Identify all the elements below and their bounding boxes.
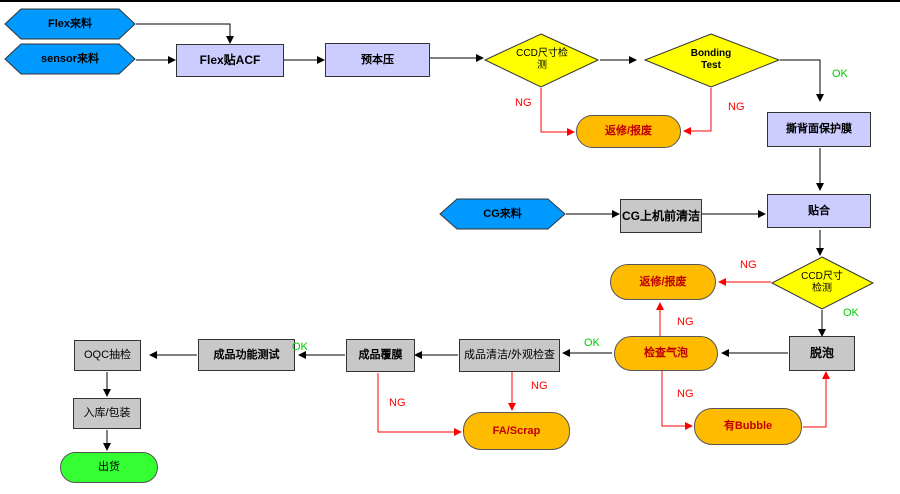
has-bubble-label: 有Bubble — [723, 420, 773, 432]
check-bubble-label: 检查气泡 — [644, 347, 688, 359]
ng-label-bonding: NG — [728, 101, 745, 113]
clean-inspect-box[interactable]: 成品清洁/外观检查 — [459, 339, 560, 372]
pack-label: 入库/包装 — [83, 407, 131, 419]
ccd-check-1-node[interactable]: CCD尺寸检测 — [513, 42, 571, 78]
ng-label-ccd1: NG — [515, 97, 532, 109]
bonding-test-node[interactable]: Bonding Test — [680, 42, 742, 78]
laminate-box[interactable]: 贴合 — [767, 194, 871, 228]
pack-box[interactable]: 入库/包装 — [73, 398, 141, 429]
sensor-material-node[interactable]: sensor来料 — [21, 44, 119, 74]
cg-material-hexagon — [439, 198, 566, 230]
oqc-box[interactable]: OQC抽检 — [74, 340, 141, 371]
ng-label-to-hasbubble: NG — [677, 388, 694, 400]
ccd-check-1-diamond — [483, 33, 600, 88]
edge-flex-to-acf — [136, 23, 234, 44]
top-border-line — [0, 0, 900, 2]
pre-press-label: 预本压 — [361, 53, 394, 66]
ok-label-functiontest: OK — [292, 341, 308, 353]
tear-back-film-label: 撕背面保护膜 — [786, 123, 852, 135]
edge-bonding-to-tearfilm — [780, 59, 824, 102]
ccd-check-2-diamond — [770, 256, 875, 310]
ok-label-checkbubble: OK — [584, 337, 600, 349]
flex-acf-label: Flex贴ACF — [199, 53, 261, 67]
pre-press-box[interactable]: 预本压 — [325, 43, 430, 77]
ccd-check-1-label: CCD尺寸检测 — [516, 48, 568, 71]
rework-scrap-2-pill[interactable]: 返修/报废 — [610, 264, 716, 300]
cg-material-label: CG来料 — [483, 207, 522, 220]
ng-label-to-rework2: NG — [677, 316, 694, 328]
bonding-test-label: Bonding Test — [690, 48, 732, 71]
ng-label-ccd2: NG — [740, 259, 757, 271]
bonding-test-diamond — [643, 33, 781, 88]
edge-ng-ccd1-to-rework1 — [540, 88, 575, 136]
ship-pill[interactable]: 出货 — [60, 452, 158, 483]
check-bubble-pill[interactable]: 检查气泡 — [614, 336, 718, 371]
product-film-box[interactable]: 成品覆膜 — [346, 339, 415, 372]
rework-scrap-1-pill[interactable]: 返修/报废 — [576, 115, 681, 148]
cg-clean-box[interactable]: CG上机前清洁 — [620, 199, 702, 233]
ship-label: 出货 — [98, 461, 120, 473]
ng-label-productfilm: NG — [389, 397, 406, 409]
edge-ng-checkbubble-to-hasbubble — [661, 371, 693, 430]
ok-label-ccd2: OK — [843, 307, 859, 319]
ccd-check-2-node[interactable]: CCD尺寸检测 — [800, 262, 844, 304]
flex-material-label: Flex来料 — [47, 17, 92, 30]
clean-inspect-label: 成品清洁/外观检查 — [463, 349, 556, 361]
sensor-material-hexagon — [4, 43, 136, 75]
fa-scrap-label: FA/Scrap — [492, 424, 541, 437]
oqc-label: OQC抽检 — [83, 349, 132, 361]
flex-acf-box[interactable]: Flex贴ACF — [176, 44, 284, 77]
rework-scrap-1-label: 返修/报废 — [604, 125, 653, 137]
defoam-label: 脱泡 — [809, 346, 834, 360]
ng-label-cleaninspect: NG — [531, 380, 548, 392]
flex-material-hexagon — [4, 8, 136, 40]
edge-ng-bonding-to-rework1 — [683, 88, 712, 135]
edge-ng-productfilm-to-fascrap — [377, 373, 462, 436]
ok-label-bonding: OK — [832, 68, 848, 80]
product-film-label: 成品覆膜 — [358, 349, 403, 361]
laminate-label: 贴合 — [808, 204, 830, 217]
tear-back-film-box[interactable]: 撕背面保护膜 — [767, 112, 871, 147]
has-bubble-pill[interactable]: 有Bubble — [694, 408, 802, 445]
function-test-label: 成品功能测试 — [213, 348, 280, 361]
defoam-box[interactable]: 脱泡 — [789, 336, 855, 371]
cg-clean-label: CG上机前清洁 — [621, 208, 700, 223]
flex-material-node[interactable]: Flex来料 — [21, 9, 119, 39]
rework-scrap-2-label: 返修/报废 — [639, 275, 687, 288]
function-test-box[interactable]: 成品功能测试 — [198, 339, 295, 371]
fa-scrap-pill[interactable]: FA/Scrap — [463, 412, 570, 450]
ccd-check-2-label: CCD尺寸检测 — [801, 271, 843, 294]
cg-material-node[interactable]: CG来料 — [457, 199, 548, 229]
sensor-material-label: sensor来料 — [40, 52, 100, 65]
edge-hasbubble-to-defoam — [803, 371, 830, 428]
